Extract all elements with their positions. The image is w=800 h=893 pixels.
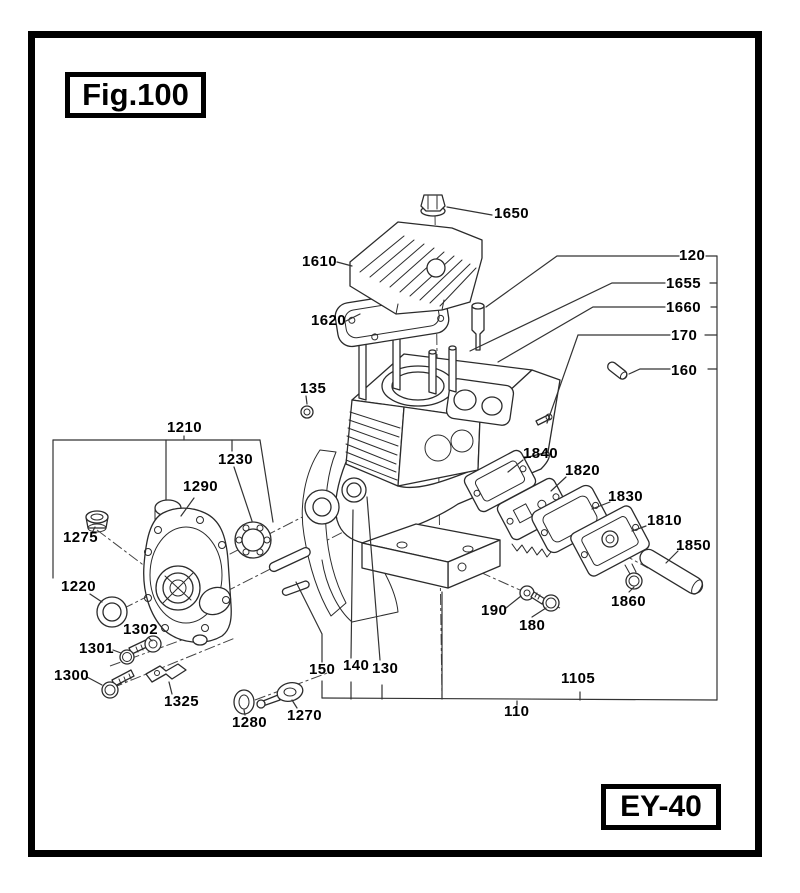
- flange-nut-drawing: [420, 194, 446, 217]
- oil-seal-drawing: [96, 596, 128, 628]
- governor-gear-drawing: [233, 689, 255, 715]
- part-label-1290: 1290: [183, 478, 218, 495]
- part-label-1660: 1660: [666, 299, 701, 316]
- part-label-1300: 1300: [54, 667, 89, 684]
- part-label-1220: 1220: [61, 578, 96, 595]
- part-label-1650: 1650: [494, 205, 529, 222]
- part-label-1860: 1860: [611, 593, 646, 610]
- governor-fork-drawing: [256, 682, 304, 709]
- leader-lines: [86, 206, 718, 716]
- part-label-1275: 1275: [63, 529, 98, 546]
- part-label-1270: 1270: [287, 707, 322, 724]
- ball-bearing-drawing: [234, 521, 272, 559]
- part-label-190: 190: [481, 602, 508, 619]
- part-label-1850: 1850: [676, 537, 711, 554]
- base-bolt-drawing: [530, 591, 560, 612]
- flange-bolt-1300-drawing: [101, 669, 135, 699]
- governor-spring-drawing: [511, 543, 552, 558]
- part-label-1840: 1840: [523, 445, 558, 462]
- part-label-180: 180: [519, 617, 546, 634]
- part-label-1301: 1301: [79, 640, 114, 657]
- group-bracket-lines: [52, 255, 718, 706]
- washer-1302-drawing: [144, 635, 162, 653]
- diagram-border-frame: [28, 31, 762, 857]
- part-label-150: 150: [309, 661, 336, 678]
- cylinder-head-drawing: [349, 221, 483, 315]
- crankcase-gasket-drawing: [301, 449, 347, 617]
- part-label-1105: 1105: [561, 670, 596, 687]
- model-number: EY-40: [620, 790, 702, 823]
- part-label-1820: 1820: [565, 462, 600, 479]
- pin-drawing: [607, 361, 628, 380]
- part-label-1302: 1302: [123, 621, 158, 638]
- part-label-1620: 1620: [311, 312, 346, 329]
- part-label-1280: 1280: [232, 714, 267, 731]
- stopper-bracket-drawing: [145, 663, 187, 683]
- drain-plug-drawing: [85, 510, 109, 533]
- part-label-1610: 1610: [302, 253, 337, 270]
- part-label-170: 170: [671, 327, 698, 344]
- part-label-110: 110: [504, 703, 530, 720]
- part-label-1810: 1810: [647, 512, 682, 529]
- part-label-1210: 1210: [167, 419, 202, 436]
- figure-number-box: Fig.100: [65, 72, 206, 118]
- part-label-120: 120: [679, 247, 706, 264]
- part-label-135: 135: [300, 380, 327, 397]
- figure-number: Fig.100: [82, 77, 189, 112]
- part-label-140: 140: [343, 657, 370, 674]
- part-label-1325: 1325: [164, 693, 199, 710]
- small-plug-drawing: [300, 405, 314, 419]
- part-label-130: 130: [372, 660, 399, 677]
- part-label-1230: 1230: [218, 451, 253, 468]
- cover-bolt-drawing: [624, 563, 643, 590]
- part-label-1830: 1830: [608, 488, 643, 505]
- tappet-screw-drawing: [535, 413, 553, 426]
- side-cover-drawing: [570, 505, 650, 577]
- crankcase-cover-drawing: [143, 499, 232, 646]
- crankcase-base-drawing: [361, 523, 501, 589]
- pipe-drawing: [639, 548, 704, 595]
- part-label-1655: 1655: [666, 275, 701, 292]
- part-label-160: 160: [671, 362, 698, 379]
- dowel-pin-drawing: [268, 547, 311, 596]
- valve-tappet-drawing: [471, 302, 485, 351]
- model-number-box: EY-40: [601, 784, 721, 830]
- cylinder-studs-drawing: [358, 325, 457, 401]
